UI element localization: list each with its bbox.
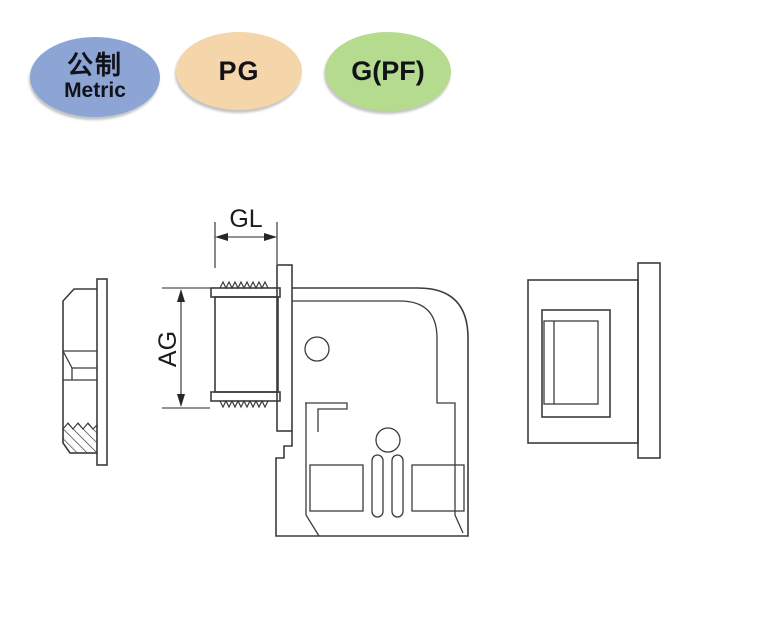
locknut-side-view	[62, 278, 108, 466]
end-view-opening-inner	[543, 320, 599, 405]
badge-metric: 公制 Metric	[30, 37, 160, 117]
body-inner-wall	[292, 300, 464, 534]
badge-pg: PG	[176, 32, 302, 110]
gl-arrowhead-left	[215, 233, 228, 241]
ag-label: AG	[154, 331, 182, 367]
nipple-bottom-band	[210, 391, 281, 402]
end-view-flange-plate	[637, 262, 661, 459]
gl-arrowhead-right	[264, 233, 277, 241]
badge-metric-label-en: Metric	[64, 79, 126, 102]
locknut-flange-plate	[96, 278, 108, 466]
end-view-opening-outer	[541, 309, 611, 418]
locknut-hatched-section	[62, 422, 98, 454]
body-inner-left-wall	[305, 403, 320, 537]
gl-label: GL	[229, 205, 262, 233]
badge-pg-label: PG	[218, 55, 260, 86]
cavity-right	[411, 464, 465, 512]
slot-left	[371, 454, 384, 518]
nipple-body	[214, 296, 279, 393]
dimension-ag: AG	[154, 287, 217, 409]
lower-hole-circle	[375, 427, 401, 453]
badge-metric-label-zh: 公制	[66, 50, 123, 80]
right-angle-body-section-view	[210, 264, 469, 537]
ag-extension-lines	[162, 287, 217, 409]
badge-gpf-label: G(PF)	[351, 56, 425, 86]
upper-hole-circle	[304, 336, 330, 362]
gl-extension-lines	[214, 222, 278, 268]
body-outer-outline	[275, 287, 469, 537]
slot-right	[391, 454, 404, 518]
locknut-divider-lines	[62, 350, 97, 381]
ag-arrowhead-bottom	[177, 394, 185, 407]
cavity-left	[309, 464, 364, 512]
nipple-top-band	[210, 287, 281, 298]
thread-teeth-bottom	[219, 399, 269, 409]
thread-teeth-top	[219, 280, 269, 290]
dimension-gl: GL	[214, 205, 278, 268]
connector-end-view	[527, 262, 661, 459]
threaded-nipple	[210, 280, 281, 409]
body-flange-plate	[276, 264, 293, 432]
ag-arrowhead-top	[177, 289, 185, 302]
body-ledge-bracket	[305, 402, 348, 432]
badge-gpf: G(PF)	[325, 32, 451, 111]
